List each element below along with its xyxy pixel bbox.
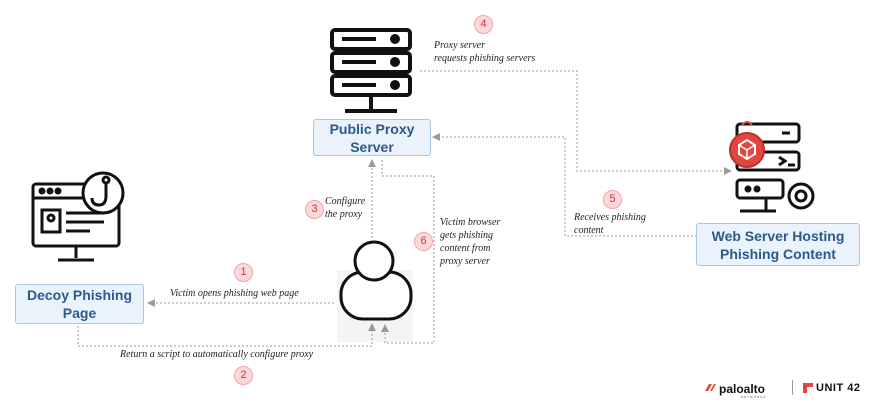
unit42-logo-text: UNIT 42: [816, 382, 861, 394]
connector-5: [432, 133, 697, 237]
web-server-label: Web Server Hosting Phishing Content: [711, 227, 845, 262]
paloalto-logo-text: paloalto: [719, 382, 766, 396]
web-server-box: Web Server Hosting Phishing Content: [696, 223, 860, 266]
step-2-badge: 2: [234, 366, 253, 385]
phishing-monitor-icon: [31, 171, 125, 262]
connector-lines: [77, 70, 732, 347]
step-6-text: Victim browser gets phishing content fro…: [440, 217, 501, 267]
step-3-text: Configure the proxy: [325, 196, 366, 220]
step-1-badge: 1: [234, 263, 253, 282]
step-4-badge: 4: [474, 15, 493, 34]
paloalto-logo-icon: [705, 384, 716, 391]
step-6-badge: 6: [414, 232, 433, 251]
step-5-text: Receives phishing content: [574, 212, 646, 236]
decoy-page-box: Decoy Phishing Page: [15, 284, 144, 324]
proxy-server-box: Public Proxy Server: [313, 119, 431, 156]
step-4-text: Proxy server requests phishing servers: [434, 40, 536, 64]
decoy-page-label: Decoy Phishing Page: [26, 287, 133, 321]
step-3-badge: 3: [305, 200, 324, 219]
unit42-logo-icon: [803, 383, 813, 393]
logo-divider: [792, 380, 793, 395]
web-server-icon: [729, 121, 815, 213]
step-5-badge: 5: [603, 190, 622, 209]
step-1-text: Victim opens phishing web page: [170, 288, 299, 299]
connector-6: [381, 160, 435, 344]
paloalto-logo-sub: NETWORKS: [741, 395, 767, 399]
proxy-server-label: Public Proxy Server: [329, 120, 415, 155]
victim-user-icon: [337, 240, 413, 342]
connector-2: [77, 323, 376, 347]
connector-4: [420, 70, 732, 175]
step-2-text: Return a script to automatically configu…: [120, 349, 314, 360]
server-rack-icon: [330, 28, 412, 113]
